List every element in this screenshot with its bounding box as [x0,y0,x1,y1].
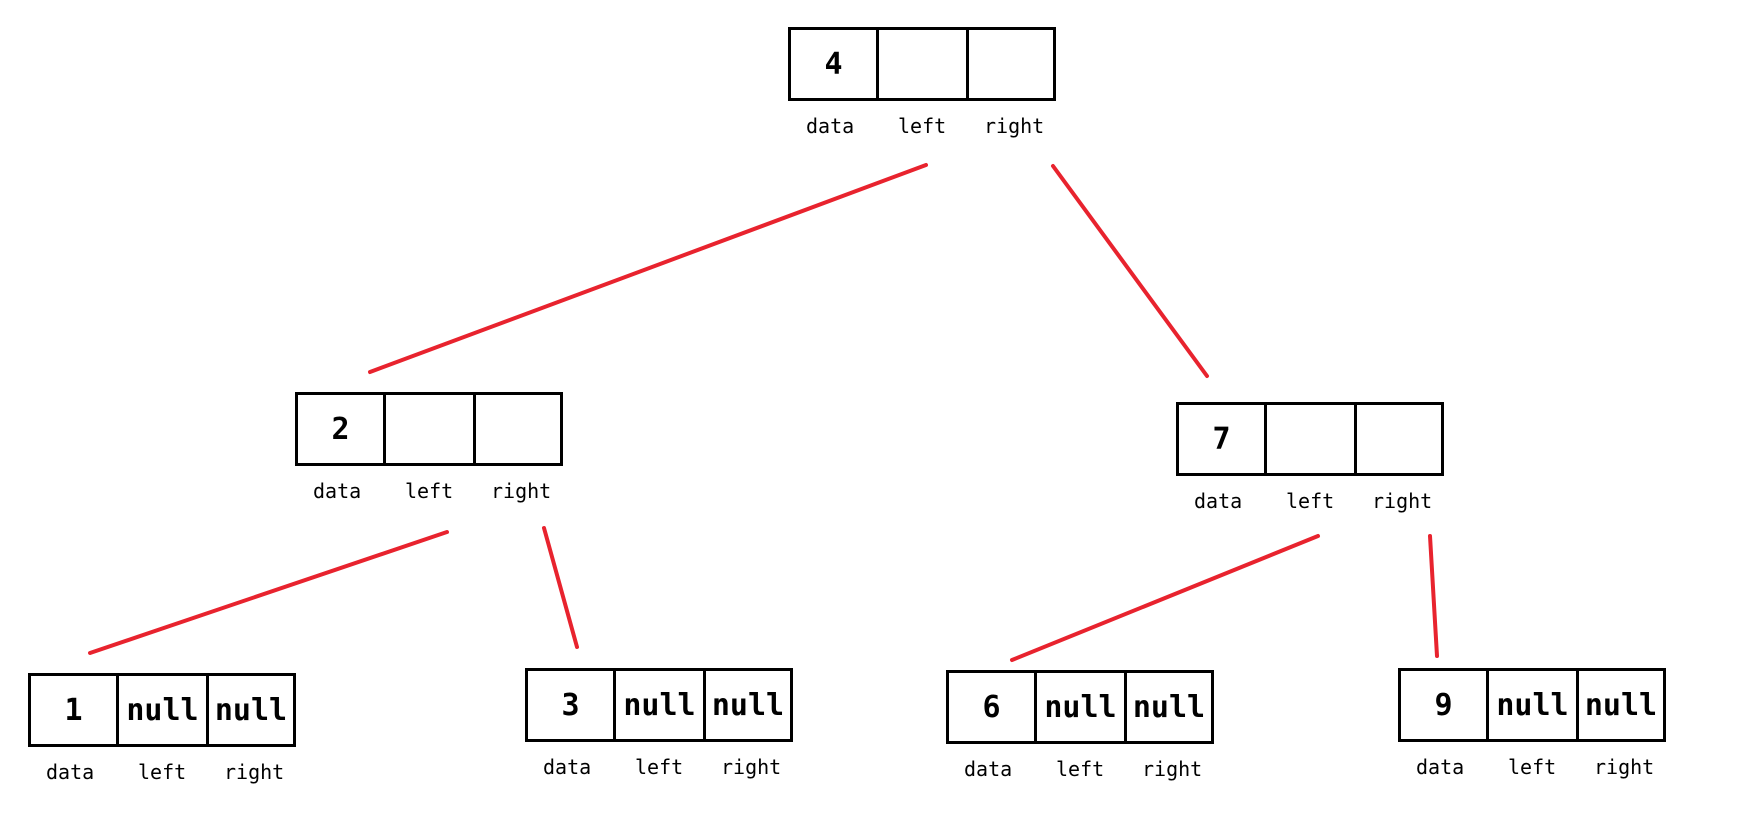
left-field-label: left [405,479,454,503]
left-field-label: left [1508,755,1557,779]
edge-7-right-to-9 [1428,534,1439,658]
right-field-label: right [224,760,285,784]
node-left-cell [876,27,969,101]
node-6: 6 null null data left right [946,670,1214,781]
right-field-label: right [1594,755,1655,779]
node-4: 4 data left right [788,27,1056,138]
node-left-cell: null [1034,670,1127,744]
node-right-cell: null [1576,668,1666,742]
edge-2-right-to-3 [542,526,579,649]
node-data-cell: 6 [946,670,1037,744]
node-data-cell: 9 [1398,668,1489,742]
right-field-label: right [984,114,1045,138]
edge-4-left-to-2 [368,163,928,374]
node-data-cell: 7 [1176,402,1267,476]
node-1: 1 null null data left right [28,673,296,784]
node-left-cell [1264,402,1357,476]
node-data-cell: 4 [788,27,879,101]
node-9: 9 null null data left right [1398,668,1666,779]
edge-2-left-to-1 [88,530,449,655]
left-field-label: left [635,755,684,779]
edge-4-right-to-7 [1051,164,1209,378]
node-right-cell: null [1124,670,1214,744]
data-field-label: data [46,760,95,784]
node-right-cell: null [206,673,296,747]
right-field-label: right [491,479,552,503]
node-7: 7 data left right [1176,402,1444,513]
node-right-cell [966,27,1056,101]
data-field-label: data [1416,755,1465,779]
node-right-cell [473,392,563,466]
data-field-label: data [1194,489,1243,513]
node-data-cell: 3 [525,668,616,742]
left-field-label: left [898,114,947,138]
data-field-label: data [313,479,362,503]
left-field-label: left [138,760,187,784]
left-field-label: left [1286,489,1335,513]
right-field-label: right [1372,489,1433,513]
right-field-label: right [721,755,782,779]
edge-7-left-to-6 [1010,534,1320,662]
right-field-label: right [1142,757,1203,781]
node-right-cell: null [703,668,793,742]
left-field-label: left [1056,757,1105,781]
data-field-label: data [543,755,592,779]
node-left-cell: null [613,668,706,742]
node-data-cell: 2 [295,392,386,466]
node-left-cell [383,392,476,466]
node-right-cell [1354,402,1444,476]
data-field-label: data [806,114,855,138]
node-left-cell: null [116,673,209,747]
node-left-cell: null [1486,668,1579,742]
node-data-cell: 1 [28,673,119,747]
node-2: 2 data left right [295,392,563,503]
node-3: 3 null null data left right [525,668,793,779]
data-field-label: data [964,757,1013,781]
